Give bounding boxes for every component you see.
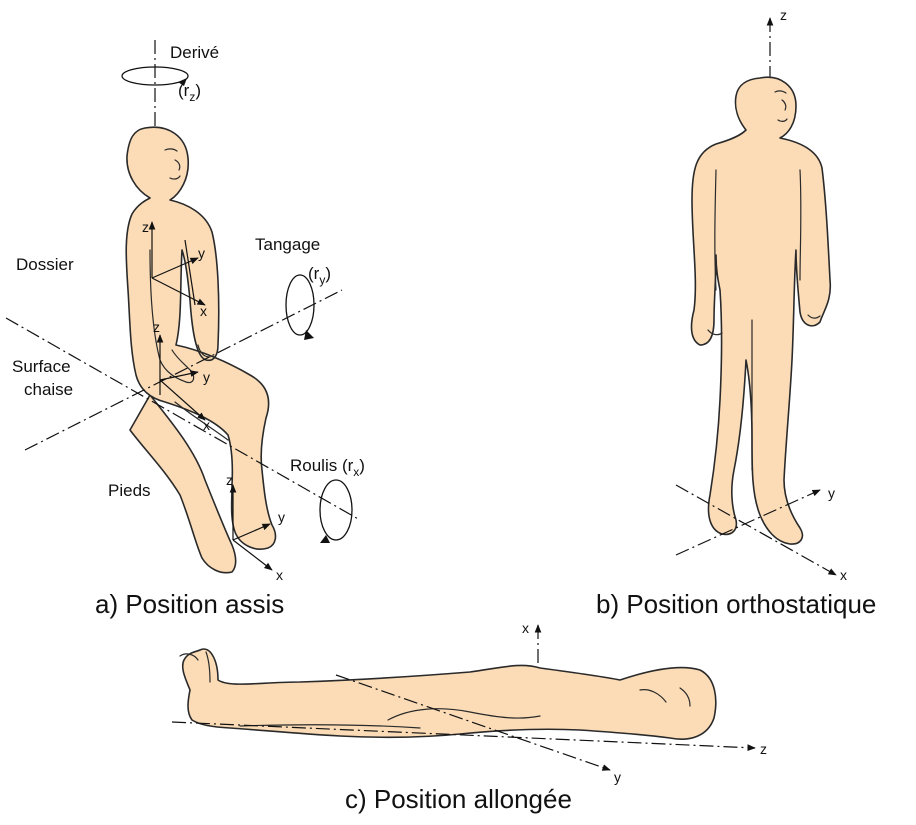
roll-label: Roulis (rx) [290,456,365,479]
standing-human-figure [692,77,831,544]
backrest-label: Dossier [16,255,74,274]
seat-x-label: x [203,417,210,433]
pitch-symbol: (ry) [308,264,331,287]
panel-seated: z y x z y x z y x Derivé (rz) Tangage (r… [6,40,365,619]
seated-pitch-axis [25,290,342,450]
panel-lying: x z y c) Position allongée [172,620,767,814]
standing-x-label: x [840,567,847,583]
standing-y-axis [676,490,820,555]
lying-y-label: y [614,769,621,785]
panel-standing: z x y b) Position orthostatique [596,7,876,619]
lying-x-label: x [522,620,529,636]
seat-surface-label-line1: Surface [12,357,71,376]
yaw-symbol: (rz) [178,81,201,104]
feet-y-label: y [278,509,285,525]
backrest-y-label: y [198,245,205,261]
seated-human-figure [126,127,275,572]
backrest-x-label: x [200,303,207,319]
yaw-label: Derivé [170,43,219,62]
standing-z-label: z [780,7,787,23]
pitch-label: Tangage [255,235,320,254]
pitch-rotation-arrow-icon [286,275,314,340]
seat-y-label: y [203,369,210,385]
feet-z-label: z [226,472,233,488]
lying-human-figure [180,649,716,739]
roll-rotation-arrow-icon [320,480,352,543]
feet-label: Pieds [108,481,151,500]
standing-y-label: y [828,485,835,501]
seat-surface-label-line2: chaise [24,380,73,399]
caption-lying: c) Position allongée [345,784,572,814]
seat-z-label: z [153,319,160,335]
caption-seated: a) Position assis [95,589,284,619]
backrest-z-label: z [142,219,149,235]
feet-x-label: x [276,567,283,583]
lying-z-label: z [760,741,767,757]
caption-standing: b) Position orthostatique [596,589,876,619]
